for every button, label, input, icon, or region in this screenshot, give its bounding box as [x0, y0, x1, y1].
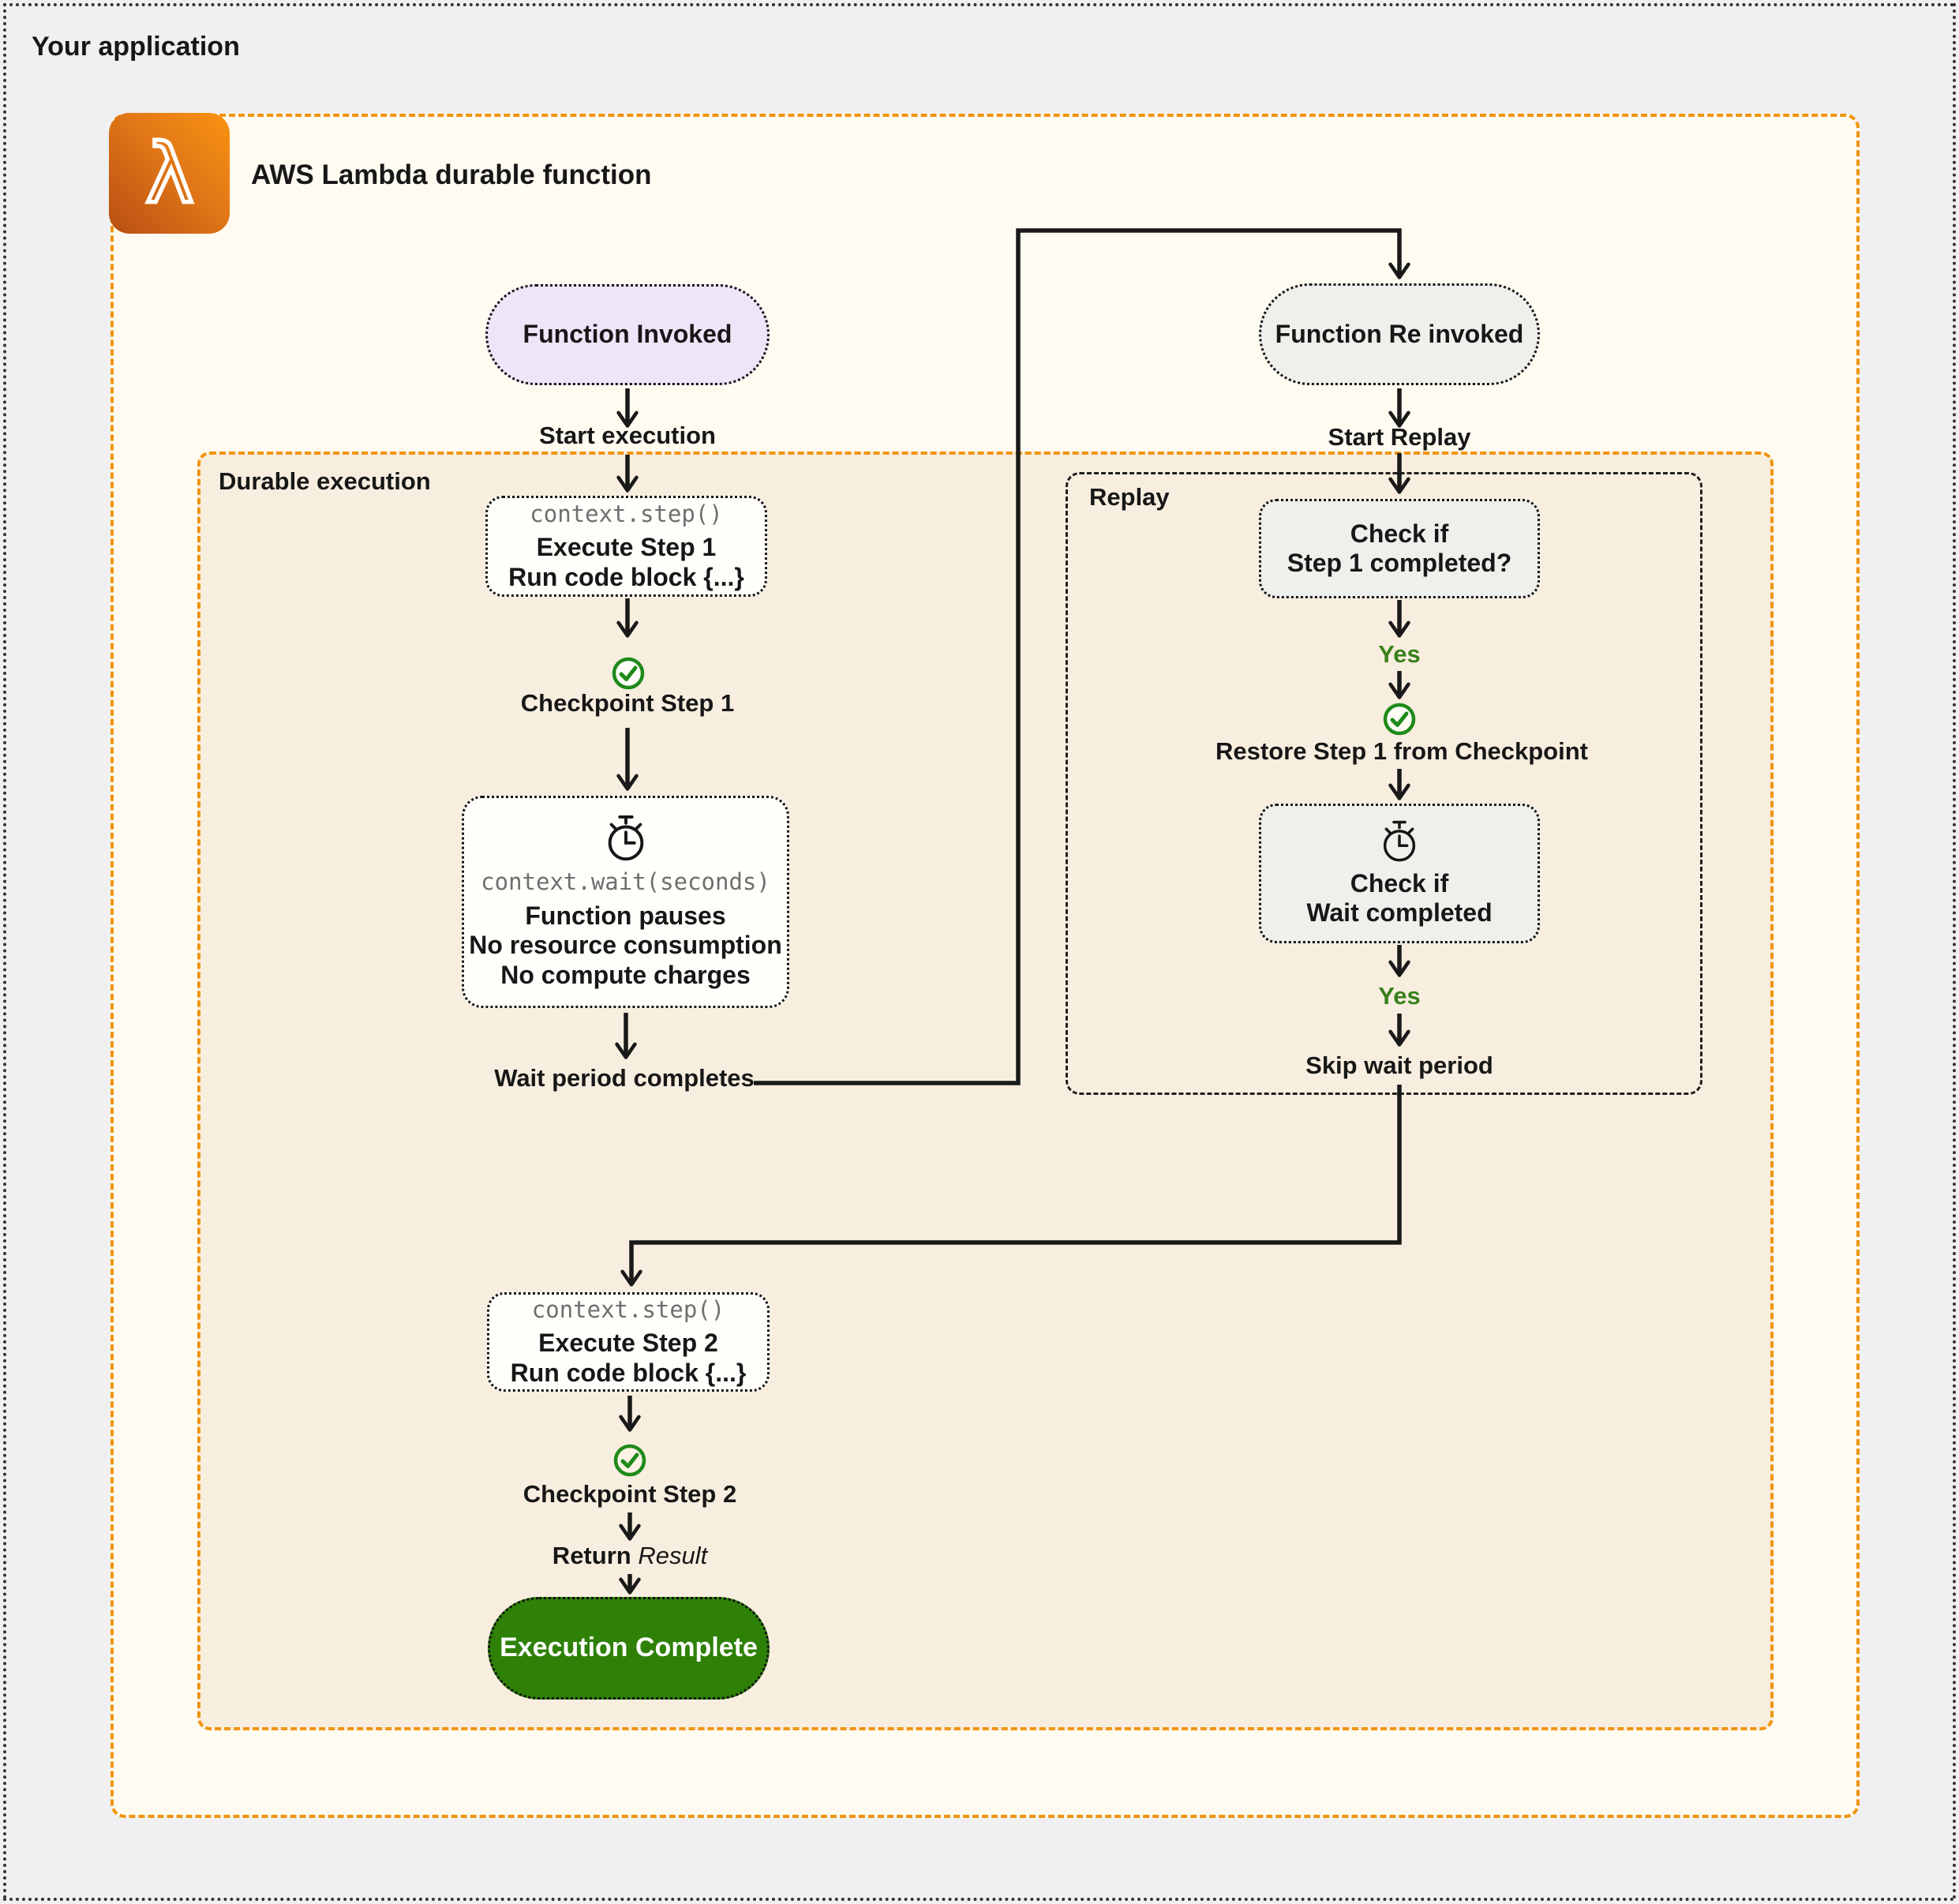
restore-step1-label: Restore Step 1 from Checkpoint	[1215, 737, 1588, 765]
step1-code-label: context.step()	[530, 500, 723, 527]
checkmark-icon	[611, 656, 646, 691]
check-step1-title: Check if Step 1 completed?	[1287, 519, 1512, 579]
wait-line1: Function pauses	[525, 901, 726, 930]
node-execute-step1: context.step() Execute Step 1 Run code b…	[485, 496, 767, 597]
svg-text:λ: λ	[145, 127, 193, 220]
function-reinvoked-label: Function Re invoked	[1275, 319, 1524, 348]
step2-line1: Execute Step 2	[538, 1329, 718, 1358]
checkpoint-step1-label: Checkpoint Step 1	[520, 689, 735, 717]
replay-label: Replay	[1089, 483, 1170, 511]
check-wait-title: Check if Wait completed	[1306, 869, 1492, 928]
wait-period-completes-label: Wait period completes	[494, 1064, 755, 1092]
checkmark-icon	[612, 1443, 647, 1478]
step2-title: Execute Step 2 Run code block {...}	[511, 1329, 747, 1388]
step1-line2: Run code block {...}	[508, 562, 744, 591]
application-frame	[3, 3, 1956, 1901]
node-function-invoked: Function Invoked	[485, 284, 770, 385]
yes-label-wait: Yes	[1378, 982, 1421, 1010]
function-invoked-label: Function Invoked	[523, 320, 732, 349]
wait-line3: No compute charges	[500, 960, 751, 989]
node-check-step1-completed: Check if Step 1 completed?	[1259, 499, 1540, 598]
node-function-reinvoked: Function Re invoked	[1259, 283, 1540, 385]
step1-title: Execute Step 1 Run code block {...}	[508, 533, 744, 592]
lambda-glyph-icon: λ	[143, 127, 196, 220]
application-title: Your application	[32, 32, 240, 62]
wait-line2: No resource consumption	[469, 931, 782, 960]
return-value: Result	[638, 1542, 708, 1569]
execution-complete-label: Execution Complete	[500, 1632, 758, 1663]
node-context-wait: context.wait(seconds) Function pauses No…	[462, 796, 789, 1008]
checkpoint-step2-label: Checkpoint Step 2	[523, 1480, 737, 1508]
node-check-wait-completed: Check if Wait completed	[1259, 804, 1540, 943]
node-execution-complete: Execution Complete	[488, 1597, 770, 1700]
return-prefix: Return	[552, 1542, 631, 1569]
start-execution-label: Start execution	[539, 422, 716, 449]
check-wait-line2: Wait completed	[1306, 898, 1493, 927]
stopwatch-icon	[608, 815, 643, 861]
step1-line1: Execute Step 1	[536, 533, 717, 562]
lambda-box-title: AWS Lambda durable function	[251, 159, 652, 190]
skip-wait-period-label: Skip wait period	[1305, 1051, 1493, 1079]
checkmark-icon	[1382, 702, 1417, 736]
wait-code-label: context.wait(seconds)	[481, 868, 770, 895]
node-execute-step2: context.step() Execute Step 2 Run code b…	[487, 1292, 770, 1392]
durable-execution-label: Durable execution	[219, 467, 431, 495]
check-wait-line1: Check if	[1350, 868, 1449, 898]
step2-line2: Run code block {...}	[510, 1358, 747, 1387]
return-result-label: Return Result	[552, 1542, 707, 1570]
start-replay-label: Start Replay	[1328, 423, 1471, 451]
check-step1-line2: Step 1 completed?	[1287, 549, 1512, 577]
yes-label-step1: Yes	[1378, 640, 1421, 668]
stopwatch-icon	[1383, 820, 1416, 861]
check-step1-line1: Check if	[1350, 519, 1449, 548]
step2-code-label: context.step()	[531, 1295, 725, 1323]
wait-title: Function pauses No resource consumption …	[469, 901, 782, 990]
aws-lambda-icon: λ	[109, 113, 230, 234]
